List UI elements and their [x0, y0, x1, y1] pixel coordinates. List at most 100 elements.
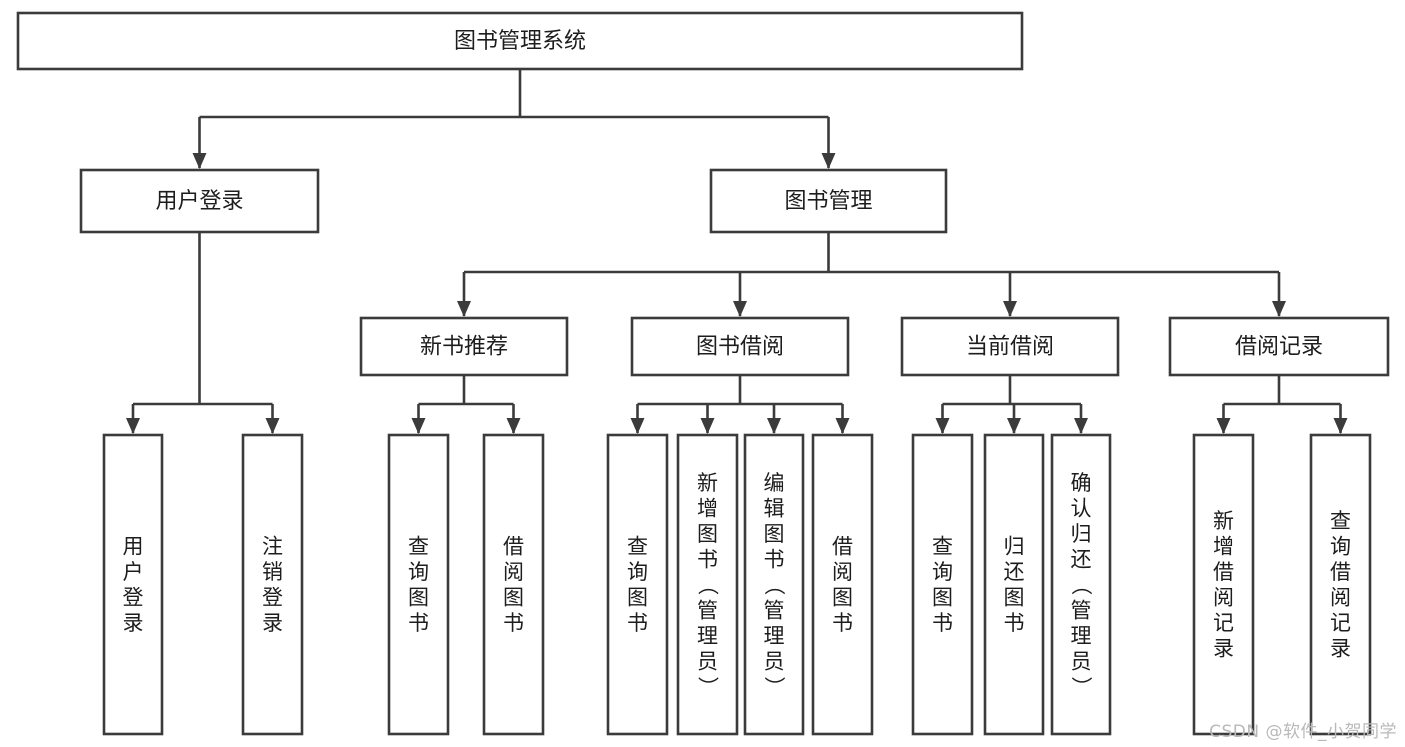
node-level3-新书推荐-0[interactable]: 新书推荐 [359, 316, 569, 377]
node-rect[interactable] [359, 316, 569, 377]
node-label-char: 销 [262, 560, 283, 584]
node-rect[interactable] [900, 316, 1120, 377]
node-label-char: 询 [1330, 535, 1351, 559]
node-label-char: 借 [1213, 560, 1234, 584]
node-label-char: 归 [1004, 535, 1025, 559]
node-label-char: ） [762, 676, 786, 697]
node-label-char: 归 [1071, 522, 1092, 546]
node-label-char: 图 [832, 586, 853, 610]
node-level3-图书借阅-1[interactable]: 图书借阅 [630, 316, 850, 377]
arrow-head-icon [192, 153, 207, 169]
node-label-char: 图 [503, 586, 524, 610]
arrow-head-icon [1074, 418, 1088, 434]
arrow-head-icon [265, 418, 280, 434]
node-label-char: 新 [697, 471, 718, 495]
node-label-char: 用 [123, 535, 144, 559]
node-level2-用户登录-0[interactable]: 用户登录 [79, 168, 320, 234]
node-label-char: 询 [627, 560, 648, 584]
node-label-char: 理 [1071, 624, 1092, 648]
node-label-char: 书 [627, 611, 648, 635]
node-label-char: 阅 [1213, 586, 1234, 610]
node-rect[interactable] [606, 433, 669, 736]
node-rect[interactable] [983, 433, 1045, 736]
node-label-char: 询 [932, 560, 953, 584]
arrow-head-icon [1007, 418, 1021, 434]
connector-layer [126, 69, 1348, 434]
node-root[interactable]: 图书管理系统 [16, 11, 1024, 71]
node-label-char: 书 [697, 547, 718, 571]
node-label: 借阅记录 [1235, 335, 1323, 360]
node-level3-借阅记录-3[interactable]: 借阅记录 [1168, 316, 1390, 377]
node-label-char: 借 [832, 535, 853, 559]
node-rect[interactable] [16, 11, 1024, 71]
node-label-char: 查 [932, 535, 953, 559]
node-leaf-用户登录-0[interactable]: 用户登录 [102, 433, 164, 736]
arrow-head-icon [700, 418, 715, 434]
node-label-char: 辑 [764, 496, 785, 520]
arrow-head-icon [457, 301, 471, 317]
node-rect[interactable] [79, 168, 320, 234]
node-label-char: 新 [1213, 509, 1234, 533]
arrow-head-icon [630, 418, 645, 434]
node-label-char: 还 [1004, 560, 1025, 584]
node-rect[interactable] [1050, 433, 1112, 736]
node-rect[interactable] [630, 316, 850, 377]
node-rect[interactable] [676, 433, 739, 736]
node-rect[interactable] [709, 168, 948, 234]
node-label-char: 注 [262, 535, 283, 559]
node-label-char: 录 [123, 611, 144, 635]
node-rect[interactable] [811, 433, 874, 736]
node-label-char: 录 [262, 611, 283, 635]
node-label-char: 查 [1330, 509, 1351, 533]
arrow-head-icon [1003, 301, 1017, 317]
node-rect[interactable] [387, 433, 450, 736]
arrow-head-icon [1333, 418, 1348, 434]
node-label-char: 阅 [832, 560, 853, 584]
node-label-char: 阅 [1330, 586, 1351, 610]
arrow-head-icon [733, 301, 747, 317]
node-level2-图书管理-1[interactable]: 图书管理 [709, 168, 948, 234]
node-label-char: ） [696, 676, 720, 697]
node-label-char: 登 [262, 586, 283, 610]
node-rect[interactable] [1168, 316, 1390, 377]
node-label-char: （ [762, 574, 786, 595]
node-rect[interactable] [102, 433, 164, 736]
node-rect[interactable] [1309, 433, 1372, 736]
node-label-char: 借 [503, 535, 524, 559]
node-label-char: 登 [123, 586, 144, 610]
node-rect[interactable] [241, 433, 304, 736]
node-rect[interactable] [1192, 433, 1255, 736]
arrow-head-icon [1272, 301, 1286, 317]
node-label-char: 户 [123, 560, 144, 584]
arrow-head-icon [935, 418, 950, 434]
node-label-char: 书 [764, 547, 785, 571]
node-label-char: 图 [697, 522, 718, 546]
node-label-char: 确 [1071, 471, 1092, 495]
node-label-char: （ [696, 574, 720, 595]
node-rect[interactable] [743, 433, 805, 736]
node-label-char: 借 [1330, 560, 1351, 584]
node-label-char: 查 [627, 535, 648, 559]
arrow-head-icon [821, 153, 836, 169]
node-rect[interactable] [482, 433, 545, 736]
node-label-char: 查 [408, 535, 429, 559]
node-label-char: 图 [408, 586, 429, 610]
node-level3-当前借阅-2[interactable]: 当前借阅 [900, 316, 1120, 377]
node-label: 图书借阅 [696, 335, 784, 360]
node-rect[interactable] [911, 433, 974, 736]
node-label-char: 图 [1004, 586, 1025, 610]
node-label-char: 书 [932, 611, 953, 635]
